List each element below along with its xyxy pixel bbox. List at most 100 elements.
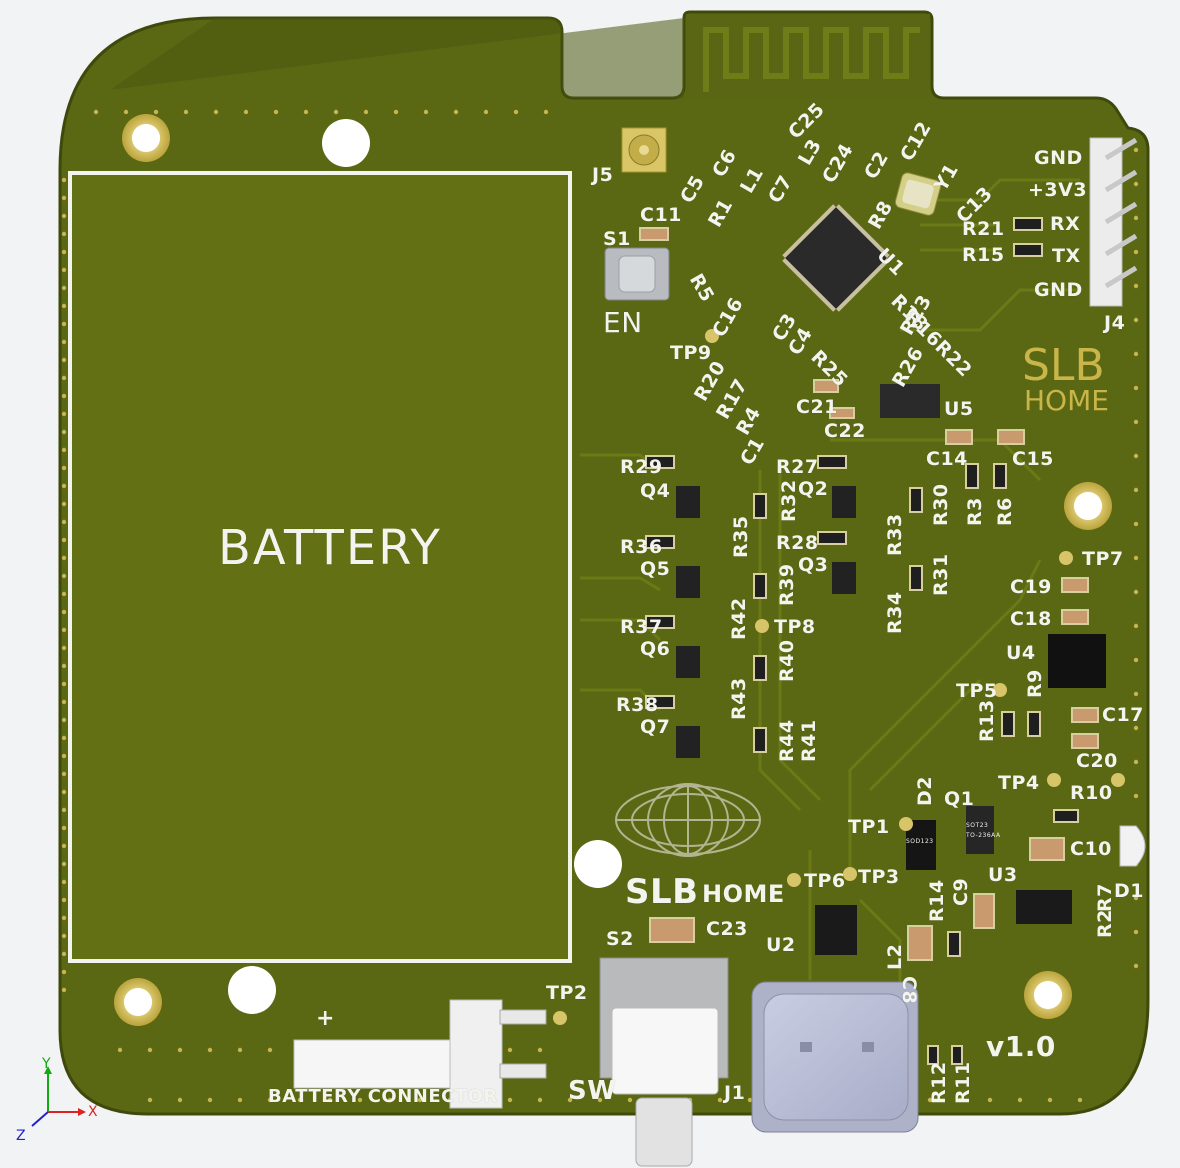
logo-slb-top: SLB (1022, 340, 1105, 391)
via (357, 1097, 363, 1103)
via (483, 109, 489, 115)
designator-r43: R43 (728, 677, 750, 720)
via (61, 519, 67, 525)
via (1133, 487, 1139, 493)
j4-pin-rx: RX (1050, 213, 1081, 235)
designator-c21: C21 (796, 396, 838, 418)
designator-c8: C8 (898, 976, 920, 1005)
designator-tp5: TP5 (956, 680, 998, 702)
smd-resistor (1001, 711, 1015, 737)
via (61, 537, 67, 543)
u4-chip (1048, 634, 1106, 688)
designator-q1: Q1 (944, 788, 975, 810)
via (537, 1097, 543, 1103)
via (507, 1047, 513, 1053)
d2-marking: SOD123 (906, 838, 934, 845)
designator-r21: R21 (962, 218, 1005, 240)
via (1133, 147, 1139, 153)
designator-c18: C18 (1010, 608, 1052, 630)
via (1133, 419, 1139, 425)
via (61, 429, 67, 435)
via (61, 321, 67, 327)
sot23-transistor (832, 486, 856, 518)
via (61, 861, 67, 867)
designator-r42: R42 (728, 597, 750, 640)
via (387, 1097, 393, 1103)
test-point (553, 1011, 567, 1025)
via (93, 109, 99, 115)
j4-pin-header (1089, 137, 1138, 307)
via (61, 483, 67, 489)
u2-chip (815, 905, 857, 955)
designator-r28: R28 (776, 532, 819, 554)
via (61, 933, 67, 939)
smd-capacitor (1071, 733, 1099, 749)
designator-r13: R13 (976, 699, 998, 742)
via (183, 109, 189, 115)
axis-y-label: Y (42, 1056, 51, 1072)
designator-r27: R27 (776, 456, 819, 478)
via (61, 645, 67, 651)
via (61, 501, 67, 507)
via (61, 249, 67, 255)
smd-resistor (965, 463, 979, 489)
designator-c19: C19 (1010, 576, 1052, 598)
version-label: v1.0 (986, 1030, 1056, 1063)
designator-q6: Q6 (640, 638, 671, 660)
via (61, 807, 67, 813)
logo-slb-bottom: SLB (625, 872, 699, 912)
d1-led (1119, 825, 1146, 867)
via (61, 285, 67, 291)
via (1133, 895, 1139, 901)
smd-resistor (993, 463, 1007, 489)
smd-capacitor (997, 429, 1025, 445)
via (213, 109, 219, 115)
sot23-transistor (676, 646, 700, 678)
via (1133, 657, 1139, 663)
via (61, 825, 67, 831)
smd-capacitor (945, 429, 973, 445)
via (273, 109, 279, 115)
smd-resistor (947, 931, 961, 957)
designator-r37: R37 (620, 616, 663, 638)
via (237, 1097, 243, 1103)
via (327, 1097, 333, 1103)
smd-resistor (1053, 809, 1079, 823)
via (61, 231, 67, 237)
designator-r29: R29 (620, 456, 663, 478)
via (1133, 589, 1139, 595)
smd-capacitor (973, 893, 995, 929)
via (61, 303, 67, 309)
designator-r11: R11 (952, 1061, 974, 1104)
designator-q7: Q7 (640, 716, 671, 738)
via (61, 843, 67, 849)
designator-tp7: TP7 (1082, 548, 1124, 570)
via (61, 447, 67, 453)
smd-resistor (753, 573, 767, 599)
axis-gizmo (31, 1066, 86, 1127)
smd-resistor (1013, 243, 1043, 257)
via (1133, 249, 1139, 255)
via (297, 1097, 303, 1103)
test-point (843, 867, 857, 881)
designator-r40: R40 (776, 639, 798, 682)
smd-capacitor (829, 407, 855, 419)
via (453, 109, 459, 115)
j4-pin-gnd-2: GND (1034, 279, 1083, 301)
via (61, 717, 67, 723)
designator-r30: R30 (930, 483, 952, 526)
smd-resistor (1013, 217, 1043, 231)
designator-r3: R3 (964, 497, 986, 526)
axis-z-label: Z (16, 1128, 26, 1144)
designator-d2: D2 (914, 776, 936, 806)
q1-transistor (966, 806, 994, 854)
smd-resistor (817, 531, 847, 545)
via (117, 1047, 123, 1053)
via (1133, 929, 1139, 935)
axis-x-label: X (88, 1104, 98, 1120)
designator-r36: R36 (620, 536, 663, 558)
via (417, 1097, 423, 1103)
designator-r41: R41 (798, 719, 820, 762)
